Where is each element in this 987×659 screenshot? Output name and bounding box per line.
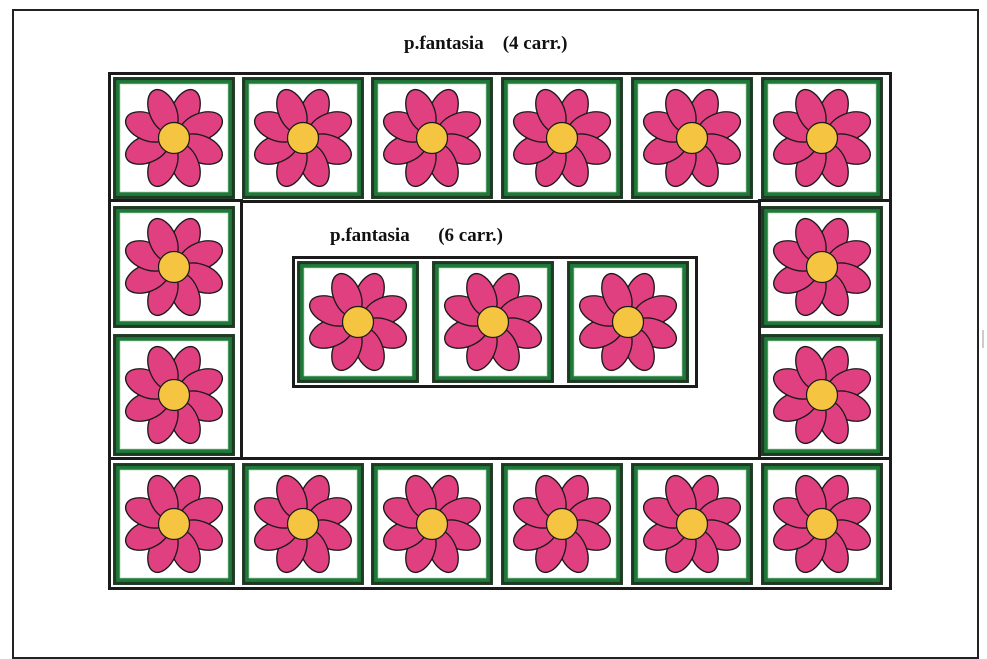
outer-tile-top-6: [760, 76, 884, 200]
outer-tile-bottom-2: [241, 462, 365, 586]
inner-bed-label: p.fantasia (6 carr.): [330, 225, 503, 246]
flower-icon: [113, 463, 235, 585]
outer-tile-bottom-5: [630, 462, 754, 586]
flower-icon: [761, 206, 883, 328]
flower-icon: [761, 77, 883, 199]
outer-tile-left-2: [112, 333, 236, 457]
flower-icon: [113, 206, 235, 328]
flower-icon: [297, 261, 419, 383]
outer-tile-bottom-4: [500, 462, 624, 586]
outer-tile-top-1: [112, 76, 236, 200]
flower-icon: [242, 77, 364, 199]
flower-icon: [501, 463, 623, 585]
outer-tile-top-3: [370, 76, 494, 200]
inner-tile-2: [431, 260, 555, 384]
flower-icon: [761, 463, 883, 585]
outer-tile-right-1: [760, 205, 884, 329]
outer-tile-top-4: [500, 76, 624, 200]
inner-tile-1: [296, 260, 420, 384]
edge-mark: [982, 330, 984, 348]
outer-tile-top-5: [630, 76, 754, 200]
outer-tile-right-2: [760, 333, 884, 457]
flower-icon: [501, 77, 623, 199]
outer-tile-bottom-1: [112, 462, 236, 586]
flower-icon: [371, 77, 493, 199]
flower-icon: [567, 261, 689, 383]
outer-tile-bottom-3: [370, 462, 494, 586]
outer-tile-top-2: [241, 76, 365, 200]
flower-icon: [113, 77, 235, 199]
flower-icon: [631, 77, 753, 199]
flower-icon: [371, 463, 493, 585]
outer-tile-left-1: [112, 205, 236, 329]
flower-icon: [631, 463, 753, 585]
flower-icon: [242, 463, 364, 585]
flower-icon: [432, 261, 554, 383]
outer-bed-label: p.fantasia (4 carr.): [404, 33, 568, 54]
flower-icon: [761, 334, 883, 456]
outer-tile-bottom-6: [760, 462, 884, 586]
inner-tile-3: [566, 260, 690, 384]
flower-icon: [113, 334, 235, 456]
